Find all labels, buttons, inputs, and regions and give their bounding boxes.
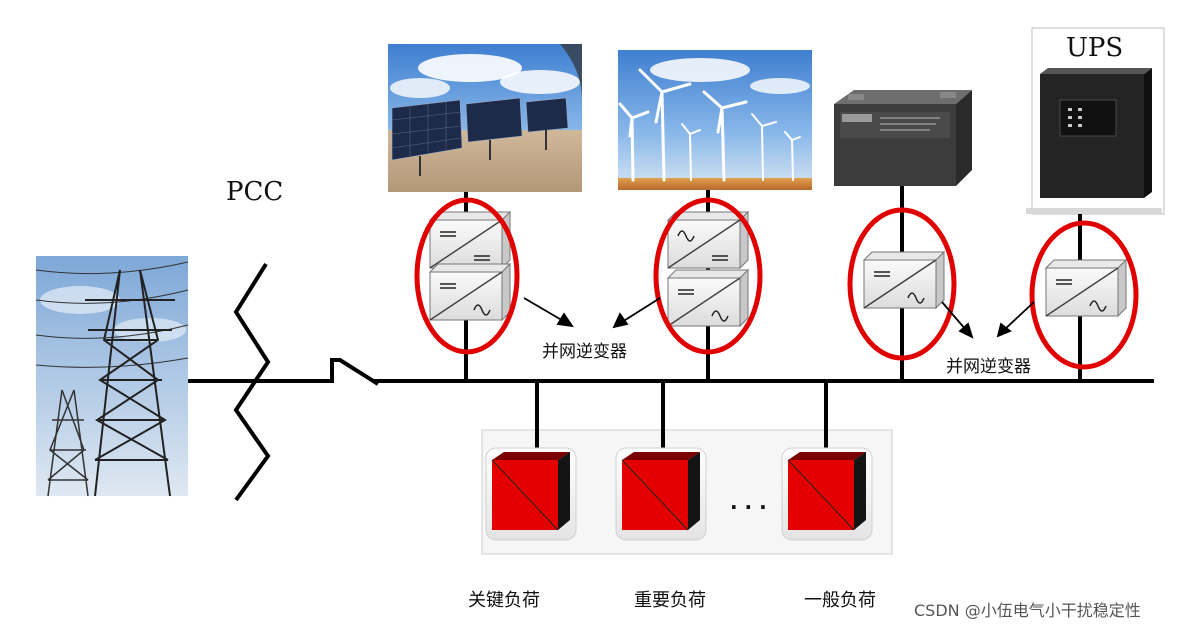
- ups-label: UPS: [1066, 33, 1123, 63]
- pv-array-icon: [388, 44, 582, 192]
- inverter-arrows: [523, 297, 1035, 339]
- pv-converter-stack: [429, 211, 511, 321]
- inverter-label-left: 并网逆变器: [542, 342, 627, 362]
- load-feeders: [535, 381, 828, 458]
- dcac-inverter-icon: [429, 263, 511, 321]
- battery-icon: [834, 90, 972, 186]
- load-important-icon: [615, 447, 707, 541]
- dcac-inverter-icon: [667, 269, 749, 327]
- acdc-converter-icon: [667, 211, 749, 269]
- wind-converter-stack: [667, 211, 749, 327]
- watermark: CSDN @小伍电气小干扰稳定性: [914, 601, 1141, 620]
- wind-turbine-icon: [618, 50, 812, 190]
- load-critical-label: 关键负荷: [468, 590, 540, 611]
- highlight-ring-wind: [653, 197, 763, 355]
- pcc-break-symbol: [233, 262, 271, 502]
- highlight-ring-pv: [414, 197, 520, 355]
- ups-inverter-icon: [1045, 259, 1127, 317]
- dcdc-converter-icon: [429, 211, 511, 269]
- load-general-label: 一般负荷: [804, 590, 876, 611]
- highlight-ring-battery: [847, 207, 957, 361]
- breaker-icon: [326, 358, 380, 386]
- load-critical-icon: [485, 447, 577, 541]
- load-important-label: 重要负荷: [634, 590, 706, 611]
- load-ellipsis: · · ·: [730, 495, 767, 519]
- inverter-highlight-rings: [414, 197, 1139, 370]
- inverter-label-right: 并网逆变器: [946, 357, 1031, 377]
- battery-inverter-icon: [863, 251, 945, 309]
- highlight-ring-ups: [1029, 220, 1139, 370]
- pcc-label: PCC: [226, 177, 283, 207]
- ups-icon: [1026, 27, 1165, 215]
- grid-tower-icon: [35, 256, 189, 497]
- load-general-icon: [781, 447, 873, 541]
